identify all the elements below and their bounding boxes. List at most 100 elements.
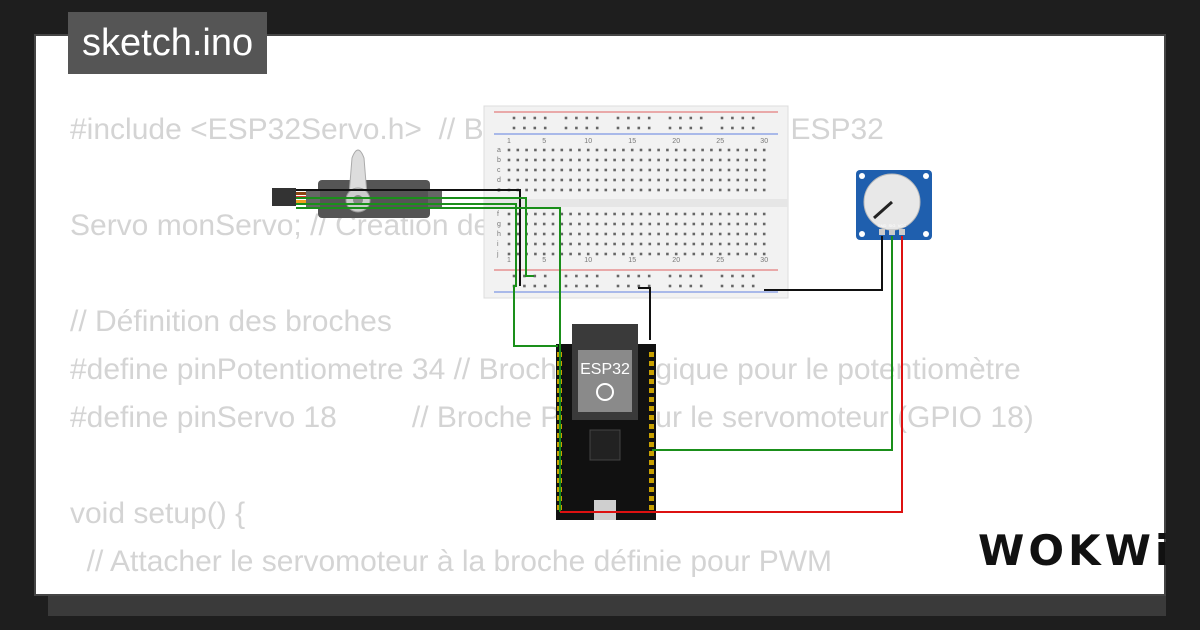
wire-servo-signal [296,203,558,347]
breadboard-hole [560,168,564,172]
esp32-pin [649,433,654,438]
breadboard-hole [613,252,616,256]
breadboard-hole [701,252,704,256]
power-rail-hole [595,284,599,288]
breadboard-hole [754,212,757,216]
breadboard-hole [639,188,643,192]
breadboard-hole [507,168,511,172]
pot-pin-label: VCC [898,223,907,228]
breadboard-hole [569,242,572,246]
breadboard-hole [683,242,687,246]
breadboard-hole [639,222,643,226]
breadboard-hole [586,232,590,236]
power-rail-hole [647,274,651,278]
breadboard-hole [507,232,511,236]
power-rail-hole [575,116,578,120]
breadboard-hole [534,188,537,192]
breadboard-hole [516,232,520,236]
power-rail-hole [512,126,516,130]
breadboard-column-label: 30 [760,257,768,264]
file-title-badge: sketch.ino [68,12,268,74]
breadboard-hole [692,232,696,236]
power-rail-hole [668,284,672,288]
breadboard-hole [639,178,643,182]
breadboard-hole [516,168,520,172]
breadboard-hole [595,158,599,162]
servo-connector [272,188,296,206]
breadboard-column-label: 15 [628,138,636,145]
breadboard-hole [604,212,608,216]
power-rail-hole [616,284,620,288]
breadboard-hole [639,148,643,152]
power-rail-hole [637,274,641,278]
breadboard-hole [683,188,687,192]
power-rail-hole [543,274,547,278]
breadboard-hole [657,212,660,216]
breadboard-column-label: 25 [716,257,724,264]
breadboard-hole [762,242,766,246]
breadboard-hole [551,148,555,152]
breadboard-hole [718,222,722,226]
breadboard-hole [613,168,616,172]
breadboard-hole [586,188,590,192]
pot-pin-label: SIG [889,223,896,228]
esp32-pin [649,361,654,366]
breadboard-hole [718,168,722,172]
breadboard-hole [595,168,599,172]
esp32-pin [649,370,654,375]
power-rail-hole [564,284,568,288]
breadboard-hole [560,232,564,236]
breadboard-hole [639,242,643,246]
breadboard-hole [630,242,634,246]
breadboard-hole [674,188,678,192]
breadboard-hole [666,158,669,162]
breadboard-hole [578,178,581,182]
breadboard-hole [542,232,546,236]
breadboard-hole [657,232,660,236]
breadboard-row-label: a [497,147,501,154]
breadboard-hole [736,148,740,152]
breadboard-hole [613,212,616,216]
breadboard-hole [736,178,740,182]
breadboard-hole [569,232,572,236]
panel-shadow [48,596,1166,616]
breadboard-hole [542,188,546,192]
breadboard-row-label: b [497,157,501,164]
breadboard-hole [604,252,608,256]
power-rail-hole [627,284,630,288]
esp32-board: ESP32 [556,324,656,520]
breadboard-hole [507,158,511,162]
power-rail-hole [575,274,578,278]
breadboard-hole [666,148,669,152]
breadboard-hole [578,158,581,162]
breadboard-hole [569,158,572,162]
breadboard-hole [701,168,704,172]
power-rail-hole [595,116,599,120]
breadboard-hole [578,148,581,152]
breadboard-hole [701,222,704,226]
breadboard-hole [569,148,572,152]
power-rail-hole [575,126,578,130]
esp32-pin [649,487,654,492]
breadboard-hole [507,148,511,152]
breadboard-hole [542,168,546,172]
breadboard-hole [630,168,634,172]
breadboard-hole [657,252,660,256]
breadboard-hole [507,242,511,246]
breadboard-hole [516,148,520,152]
breadboard-hole [560,188,564,192]
breadboard-hole [604,188,608,192]
breadboard-hole [754,232,757,236]
breadboard-hole [754,188,757,192]
breadboard-hole [683,222,687,226]
power-rail-hole [647,284,651,288]
breadboard-hole [727,188,731,192]
breadboard-hole [657,158,660,162]
breadboard-hole [762,188,766,192]
breadboard-hole [630,232,634,236]
breadboard-hole [692,252,696,256]
breadboard-row-label: f [497,211,499,218]
power-rail-hole [668,116,672,120]
breadboard-column-label: 10 [584,257,592,264]
breadboard-hole [516,178,520,182]
